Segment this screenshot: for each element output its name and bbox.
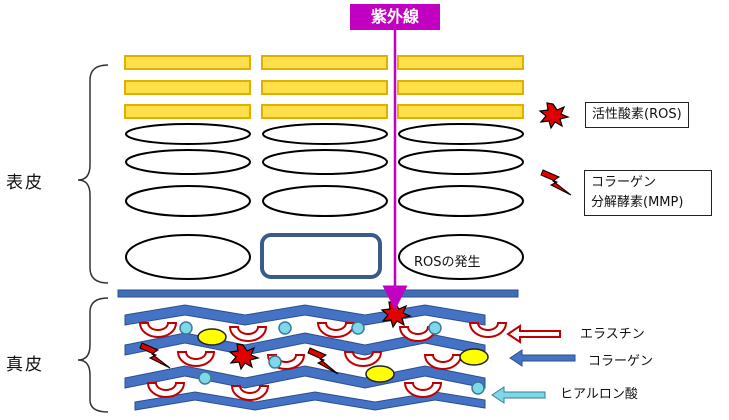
ros-generation-label: ROSの発生 [414,255,481,270]
cell [125,149,251,175]
hyaluronic-dot [428,321,442,335]
hyaluronic-dot [198,371,212,385]
elastin-arc [138,322,178,338]
hyaluronic-dot [179,321,193,335]
lightning-icon [139,342,171,369]
fibroblast [459,348,489,366]
ros-legend-label: 活性酸素(ROS) [592,107,682,122]
horny-layer [124,55,524,119]
cell [125,234,251,280]
elastin-arc [146,382,186,398]
elastin-arc [468,322,508,338]
mmp-markers [139,342,339,375]
fibroblast [365,365,395,383]
hyaluronic-arrow [491,386,546,404]
component-arrows [491,324,576,404]
horny-strip [261,80,388,95]
elastin-arc [343,351,383,367]
elastin-arc [403,382,443,398]
dermis-brace [77,297,109,413]
elastin-arc [228,326,268,342]
ros-legend-icon [538,102,570,130]
cell [262,123,388,145]
dermis-label: 真皮 [6,355,44,375]
uv-label: 紫外線 [350,4,440,30]
epidermal-cells [125,123,524,280]
elastin-arrow [506,324,561,344]
ros-legend-box: 活性酸素(ROS) [585,102,689,128]
basement-membrane [117,289,519,298]
hyaluronic-dot [278,321,292,335]
cell [398,149,524,175]
horny-strip [124,80,251,95]
epidermis-label: 表皮 [6,173,44,193]
horny-strip [397,55,524,70]
mmp-legend-line1: コラーゲン [591,175,657,190]
collagen-fiber [124,304,486,326]
cell [125,123,251,145]
cell [262,185,388,217]
horny-strip [124,104,251,119]
lightning-icon [307,347,339,375]
horny-strip [261,55,388,70]
mmp-legend-line2: 分解酵素(MMP) [591,195,684,210]
hyaluronic-acid [179,321,485,395]
collagen-fiber [134,391,486,411]
ros-icon [228,343,260,371]
horny-strip [261,104,388,119]
hyaluronic-label: ヒアルロン酸 [560,387,638,402]
cell [125,185,251,217]
cell [262,149,388,175]
horny-strip [124,55,251,70]
collagen-arrow [509,349,576,367]
cell [398,185,524,217]
hyaluronic-dot [351,321,365,335]
mmp-legend-box: コラーゲン 分解酵素(MMP) [584,170,712,216]
hyaluronic-dot [268,355,282,369]
horny-strip [397,104,524,119]
hyaluronic-dot [471,381,485,395]
horny-strip [397,80,524,95]
cell [398,234,524,280]
yellow-cells [197,328,489,383]
epidermis-brace [77,64,109,284]
elastin-arc [176,351,216,367]
collagen-label: コラーゲン [588,354,654,369]
fibroblast [197,328,227,346]
mmp-legend-icon [540,169,572,196]
elastin-arc [316,322,356,338]
basal-cell-highlighted [260,233,382,279]
elastin-label: エラスチン [580,327,645,342]
cell [398,123,524,145]
elastin-arc [230,385,270,401]
